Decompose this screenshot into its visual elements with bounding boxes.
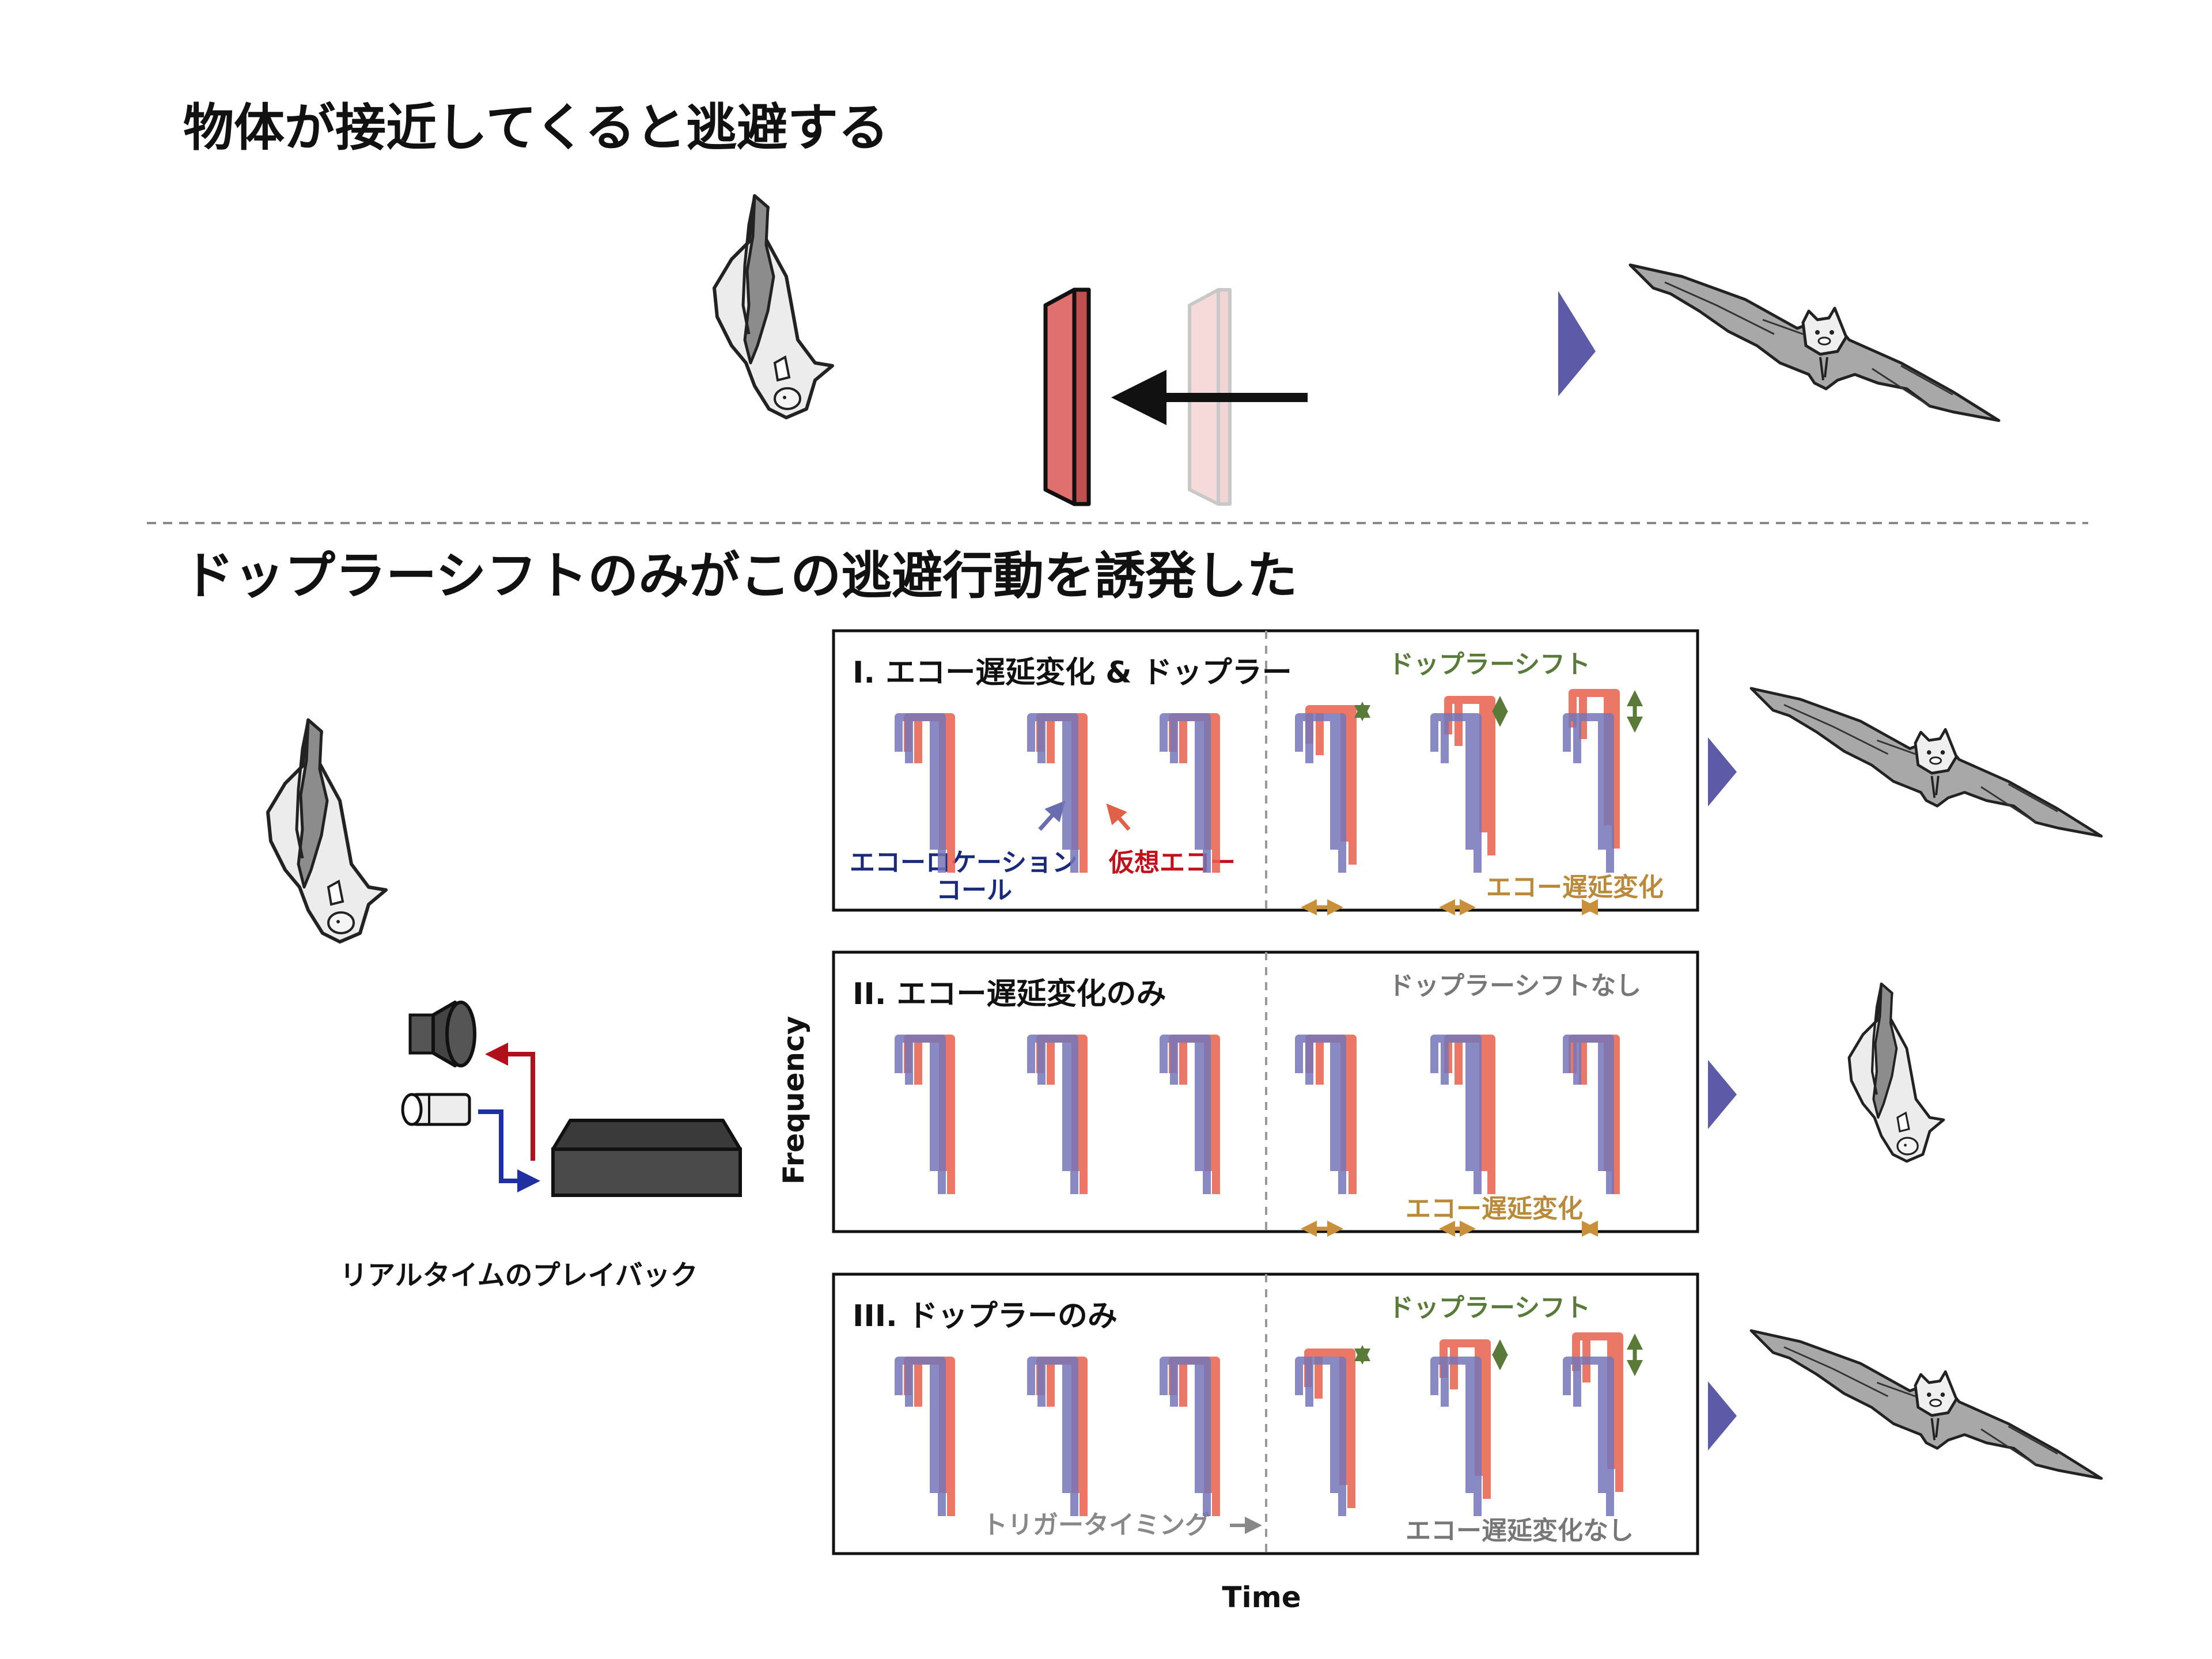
panel-1-pulses: [895, 689, 1643, 915]
echolocation-call-pulse: [895, 1357, 946, 1516]
echo-pointer-arrow-icon: [1106, 803, 1131, 831]
panel-2-outcome-triangle-icon: [1708, 1060, 1737, 1129]
echolocation-call-pulse: [1430, 1035, 1482, 1194]
panel-3-delay-label: エコー遅延変化なし: [1406, 1516, 1634, 1546]
echolocation-call-pulse: [1430, 1357, 1482, 1516]
echolocation-call-pulse: [1027, 1357, 1078, 1516]
panel-3-outcome-triangle-icon: [1708, 1381, 1737, 1450]
echolocation-call-pulse: [1295, 1035, 1346, 1194]
outcome-triangle-icon: [1558, 291, 1596, 396]
panel-3: III. ドップラーのみ ドップラーシフト エコー遅延変化なし トリガータイミン…: [832, 1272, 2101, 1555]
echolocation-call-pulse: [1295, 1357, 1346, 1516]
echolocation-call-pulse: [1027, 1035, 1078, 1194]
panel-1-delay-label: エコー遅延変化: [1486, 873, 1664, 902]
middle-title: ドップラーシフトのみがこの逃避行動を誘発した: [183, 546, 1297, 605]
x-axis-label: Time: [1222, 1581, 1301, 1614]
hanging-bat-icon: [268, 720, 386, 942]
panel-1-title: I. エコー遅延変化 & ドップラー: [853, 656, 1292, 690]
panel-2-title: II. エコー遅延変化のみ: [853, 977, 1166, 1012]
playback-device-icon: [551, 1119, 742, 1197]
panel-1: I. エコー遅延変化 & ドップラー ドップラーシフト エコー遅延変化 エコーロ…: [832, 629, 2101, 915]
echolocation-call-pulse: [1563, 713, 1614, 873]
panel-2-delay-label: エコー遅延変化: [1406, 1194, 1583, 1224]
echolocation-call-pulse: [1563, 1035, 1614, 1194]
call-pointer-arrow-icon: [1038, 800, 1066, 831]
playback-output-arrow-icon: [485, 1043, 535, 1161]
panel-3-title: III. ドップラーのみ: [853, 1299, 1118, 1334]
echolocation-call-pulse: [1160, 713, 1211, 873]
panel-1-doppler-label: ドップラーシフト: [1388, 650, 1590, 679]
echolocation-call-pulse: [1295, 713, 1346, 873]
panel-1-flying-bat-icon: [1751, 688, 2101, 836]
echolocation-call-pulse: [1027, 713, 1078, 873]
panel-3-doppler-label: ドップラーシフト: [1388, 1293, 1590, 1323]
echolocation-call-pulse: [1160, 1035, 1211, 1194]
panel-3-flying-bat-icon: [1751, 1331, 2101, 1479]
microphone-icon: [401, 1093, 471, 1126]
echolocation-call-pulse: [895, 1035, 946, 1194]
recording-input-arrow-icon: [478, 1109, 540, 1192]
panel-3-pulses: [895, 1332, 1643, 1516]
y-axis-label: Frequency: [777, 1016, 810, 1185]
setup-label: リアルタイムのプレイバック: [340, 1259, 698, 1291]
call-label-line1: エコーロケーション: [850, 848, 1077, 877]
hanging-bat-icon: [714, 196, 832, 418]
echolocation-call-pulse: [1563, 1357, 1614, 1516]
panel-2: II. エコー遅延変化のみ ドップラーシフトなし エコー遅延変化: [832, 950, 1944, 1237]
echolocation-call-pulse: [1160, 1357, 1211, 1516]
panel-2-pulses: [895, 1035, 1620, 1237]
panel-1-outcome-triangle-icon: [1708, 737, 1737, 806]
top-title: 物体が接近してくると逃避する: [183, 98, 889, 157]
echolocation-call-pulse: [895, 713, 946, 873]
panel-2-doppler-label: ドップラーシフトなし: [1388, 971, 1641, 1001]
approaching-object-icon: [1043, 287, 1091, 506]
panel-2-hanging-bat-icon: [1849, 984, 1944, 1161]
call-label-line2: コール: [936, 876, 1012, 905]
echolocation-call-pulse: [1430, 713, 1482, 873]
flying-bat-icon: [1630, 265, 1999, 421]
speaker-icon: [408, 1001, 476, 1067]
trigger-timing-label: トリガータイミング: [982, 1510, 1210, 1540]
